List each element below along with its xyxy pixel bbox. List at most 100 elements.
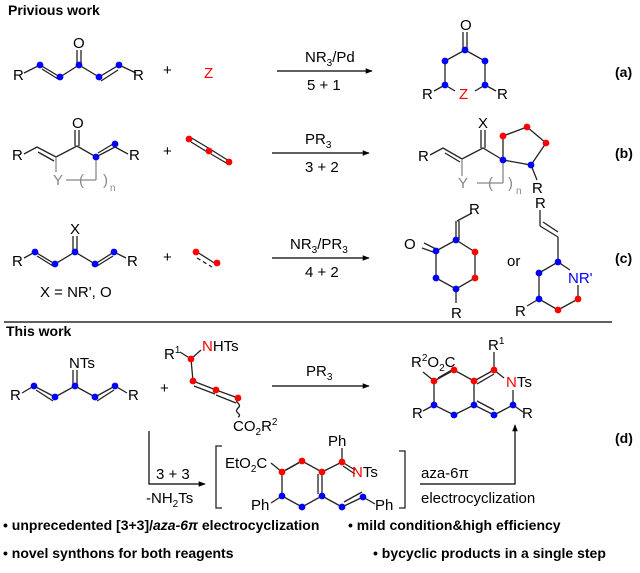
atom-R-bottom: R (515, 303, 526, 320)
product-pyranone-a: O Z R R (422, 17, 508, 103)
highlight-item: • unprecedented [3+3]/aza-6π electrocycl… (3, 517, 320, 533)
atom-O: O (404, 236, 416, 253)
conditions-c-bottom: 4 + 2 (305, 264, 339, 281)
atom-R-left: R (10, 387, 21, 404)
or-text: or (507, 253, 520, 270)
atom-Ph-top: Ph (328, 433, 346, 450)
reaction-label-d: (d) (615, 430, 633, 446)
plus-sign: + (163, 143, 172, 160)
paren-close: ) (103, 172, 108, 189)
substrate-aza-dienone-d: NTs R R (10, 355, 139, 404)
substrate-dienone-a: O R R (13, 35, 144, 84)
bracket-right (399, 450, 406, 509)
conditions-a-bottom: 5 + 1 (307, 77, 341, 94)
product-cyclohexanone-c: O R R (404, 201, 480, 322)
atom-R-left: R (12, 253, 23, 270)
reagent-Z: Z (204, 65, 213, 82)
plus-sign: + (163, 249, 172, 266)
atom-R-right: R (127, 253, 138, 270)
atom-R1: R1 (488, 336, 505, 354)
atom-X: X (70, 221, 80, 238)
highlight-item: • mild condition&high efficiency (348, 517, 561, 533)
atom-R-top: R (469, 201, 480, 218)
step-arrow-3plus3 (148, 431, 206, 487)
atom-R-bottom: R (451, 305, 462, 322)
reaction-label-b: (b) (615, 145, 633, 161)
step1-bottom: -NH2Ts (146, 490, 193, 510)
atom-O: O (73, 35, 85, 52)
product-spirocycle-b: X R Y ( ) n R (418, 115, 550, 197)
bullet-icon: • (348, 517, 353, 533)
atom-NTs: NTs (69, 355, 95, 372)
reagent-alkene (192, 248, 221, 268)
substrate-allenoate-d: R1 NHTs CO2R2 (164, 338, 278, 438)
heading-previous-work: Privious work (8, 2, 100, 18)
reaction-label-a: (a) (615, 64, 632, 80)
highlight-item: • novel synthons for both reagents (3, 545, 234, 561)
conditions-b-top: PR3 (305, 131, 332, 151)
atom-R-top: R (535, 195, 546, 212)
bullet-icon: • (373, 545, 378, 561)
atom-NTs: NTs (506, 374, 532, 391)
atom-Y: Y (53, 172, 63, 189)
product-tetrahydropyridine-c: R NR' R (515, 195, 593, 320)
atom-R-left: R (418, 148, 429, 165)
index-n: n (516, 186, 522, 197)
atom-O: O (460, 17, 472, 34)
conditions-a-top: NR3/Pd (305, 49, 355, 69)
atom-X: X (478, 115, 488, 132)
paren-open: ( (488, 175, 493, 192)
step-arrow-electrocyclization (420, 424, 518, 485)
atom-R-left: R (12, 147, 23, 164)
bullet-icon: • (3, 545, 8, 561)
reaction-a: O R R + Z NR3/Pd 5 + 1 O Z R R (13, 17, 632, 103)
atom-O: O (72, 115, 84, 132)
atom-R2O2C: R2O2C (411, 353, 456, 374)
conditions-b-bottom: 3 + 2 (305, 159, 339, 176)
atom-R1: R1 (164, 345, 181, 363)
atom-NTs: NTs (352, 464, 378, 481)
atom-R-left: R (422, 86, 433, 103)
atom-Y: Y (458, 175, 468, 192)
atom-R-right: R (497, 86, 508, 103)
step1-top: 3 + 3 (156, 466, 190, 483)
atom-R-ring: R (532, 180, 543, 197)
atom-R-right: R (133, 67, 144, 84)
heading-this-work: This work (6, 323, 72, 339)
substrate-cyclic-dienone-b: O R R Y ( ) n (12, 115, 140, 194)
step2-bottom: electrocyclization (421, 490, 535, 507)
atom-R-left: R (13, 67, 24, 84)
atom-R-right: R (522, 405, 533, 422)
conditions-c-top: NR3/PR3 (290, 236, 348, 256)
atom-EtO2C: EtO2C (225, 455, 267, 475)
reaction-b: O R R Y ( ) n + PR3 3 + 2 (12, 115, 633, 197)
atom-Ph-left: Ph (251, 497, 269, 514)
x-definition: X = NR', O (40, 284, 112, 301)
bullet-icon: • (3, 517, 8, 533)
atom-Z: Z (459, 86, 468, 103)
paren-close: ) (508, 175, 513, 192)
atom-CO2R2: CO2R2 (233, 417, 278, 438)
product-isoquinoline-d: R2O2C R1 NTs R R (411, 336, 533, 422)
reaction-c: X R R X = NR', O + NR3/PR3 4 + 2 O (12, 195, 632, 322)
substrate-dienone-c: X R R X = NR', O (12, 221, 138, 301)
atom-NHTs: NHTs (202, 338, 239, 355)
plus-sign: + (163, 62, 172, 79)
atom-R-right: R (128, 387, 139, 404)
intermediate-bracketed: EtO2C Ph NTs Ph Ph (215, 433, 406, 514)
atom-Ph-right: Ph (375, 497, 393, 514)
step2-top: aza-6π (421, 465, 469, 482)
reaction-d: NTs R R + R1 NHTs CO2R2 PR3 (10, 336, 633, 514)
bracket-left (215, 445, 222, 509)
paren-open: ( (79, 172, 84, 189)
reagent-allene (185, 135, 233, 166)
atom-NR-prime: NR' (568, 270, 593, 287)
conditions-d-top: PR3 (306, 363, 333, 383)
atom-R-left: R (412, 405, 423, 422)
index-n: n (110, 183, 116, 194)
reaction-label-c: (c) (615, 250, 632, 266)
highlight-item: • bycyclic products in a single step (373, 545, 606, 561)
atom-R-right: R (129, 147, 140, 164)
plus-sign: + (160, 380, 169, 397)
